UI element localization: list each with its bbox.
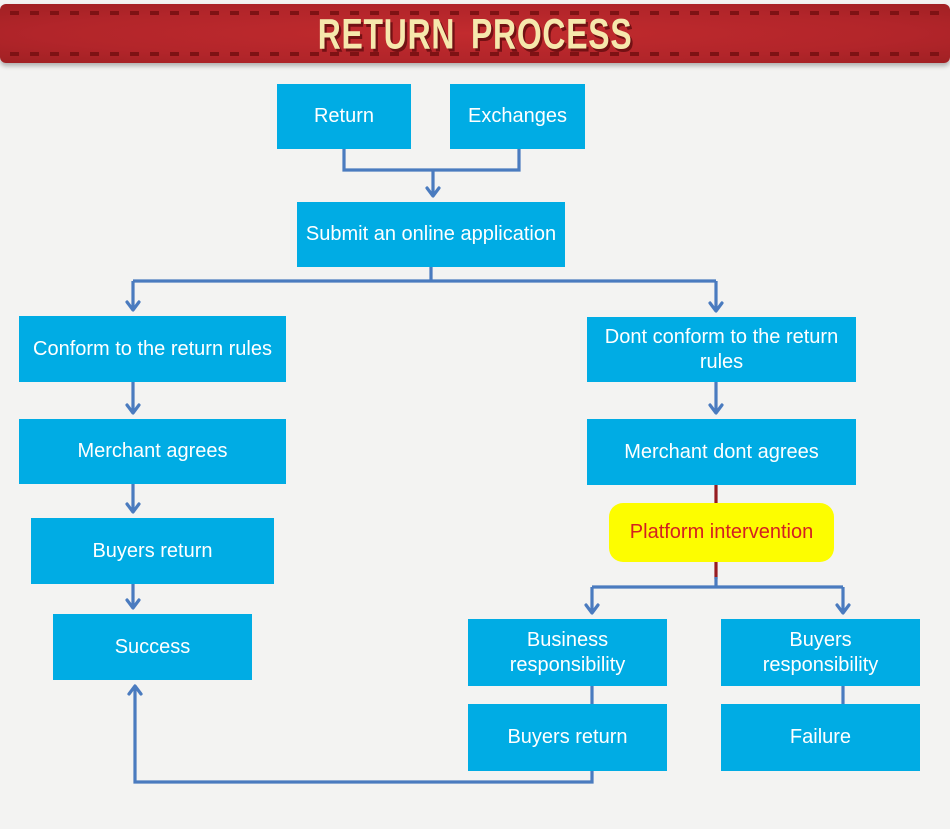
node-merchant-dont-agrees-label: Merchant dont agrees [624,440,819,463]
banner-stitch-bottom [10,52,940,56]
node-success-label: Success [114,635,191,658]
node-business-responsibility: Business responsibility [468,619,667,686]
edge-top-join [342,149,521,172]
node-merchant-dont-agrees: Merchant dont agrees [587,419,856,485]
node-buyers-return-left-label: Buyers return [92,539,213,562]
node-exchanges-label: Exchanges [468,105,567,128]
node-exchanges: Exchanges [450,84,585,149]
node-failure: Failure [721,704,920,771]
node-dont-conform-rules-label: Dont conform to the return rules [604,326,839,373]
node-buyers-return-bottom-label: Buyers return [507,726,628,749]
edge-platform-split [592,577,843,589]
node-conform-rules-label: Conform to the return rules [33,337,272,360]
node-platform-intervention-label: Platform intervention [629,521,814,544]
title-banner: RETURN PROCESS [0,4,950,63]
page-title: RETURN PROCESS [317,9,633,57]
node-return: Return [277,84,411,149]
node-submit-application: Submit an online application [297,202,565,267]
banner-stitch-top [10,11,940,15]
edge-submit-split [133,267,716,283]
node-buyers-return-left: Buyers return [31,518,274,584]
node-business-responsibility-label: Business responsibility [509,629,626,676]
node-failure-label: Failure [789,726,852,749]
node-platform-intervention: Platform intervention [609,503,834,562]
node-merchant-agrees: Merchant agrees [19,419,286,484]
node-merchant-agrees-label: Merchant agrees [77,440,228,463]
node-submit-application-label: Submit an online application [305,223,557,246]
node-buyers-responsibility-label: Buyers responsibility [762,629,879,676]
node-conform-rules: Conform to the return rules [19,316,286,382]
node-buyers-responsibility: Buyers responsibility [721,619,920,686]
node-dont-conform-rules: Dont conform to the return rules [587,317,856,382]
node-return-label: Return [313,105,375,128]
node-buyers-return-bottom: Buyers return [468,704,667,771]
node-success: Success [53,614,252,680]
